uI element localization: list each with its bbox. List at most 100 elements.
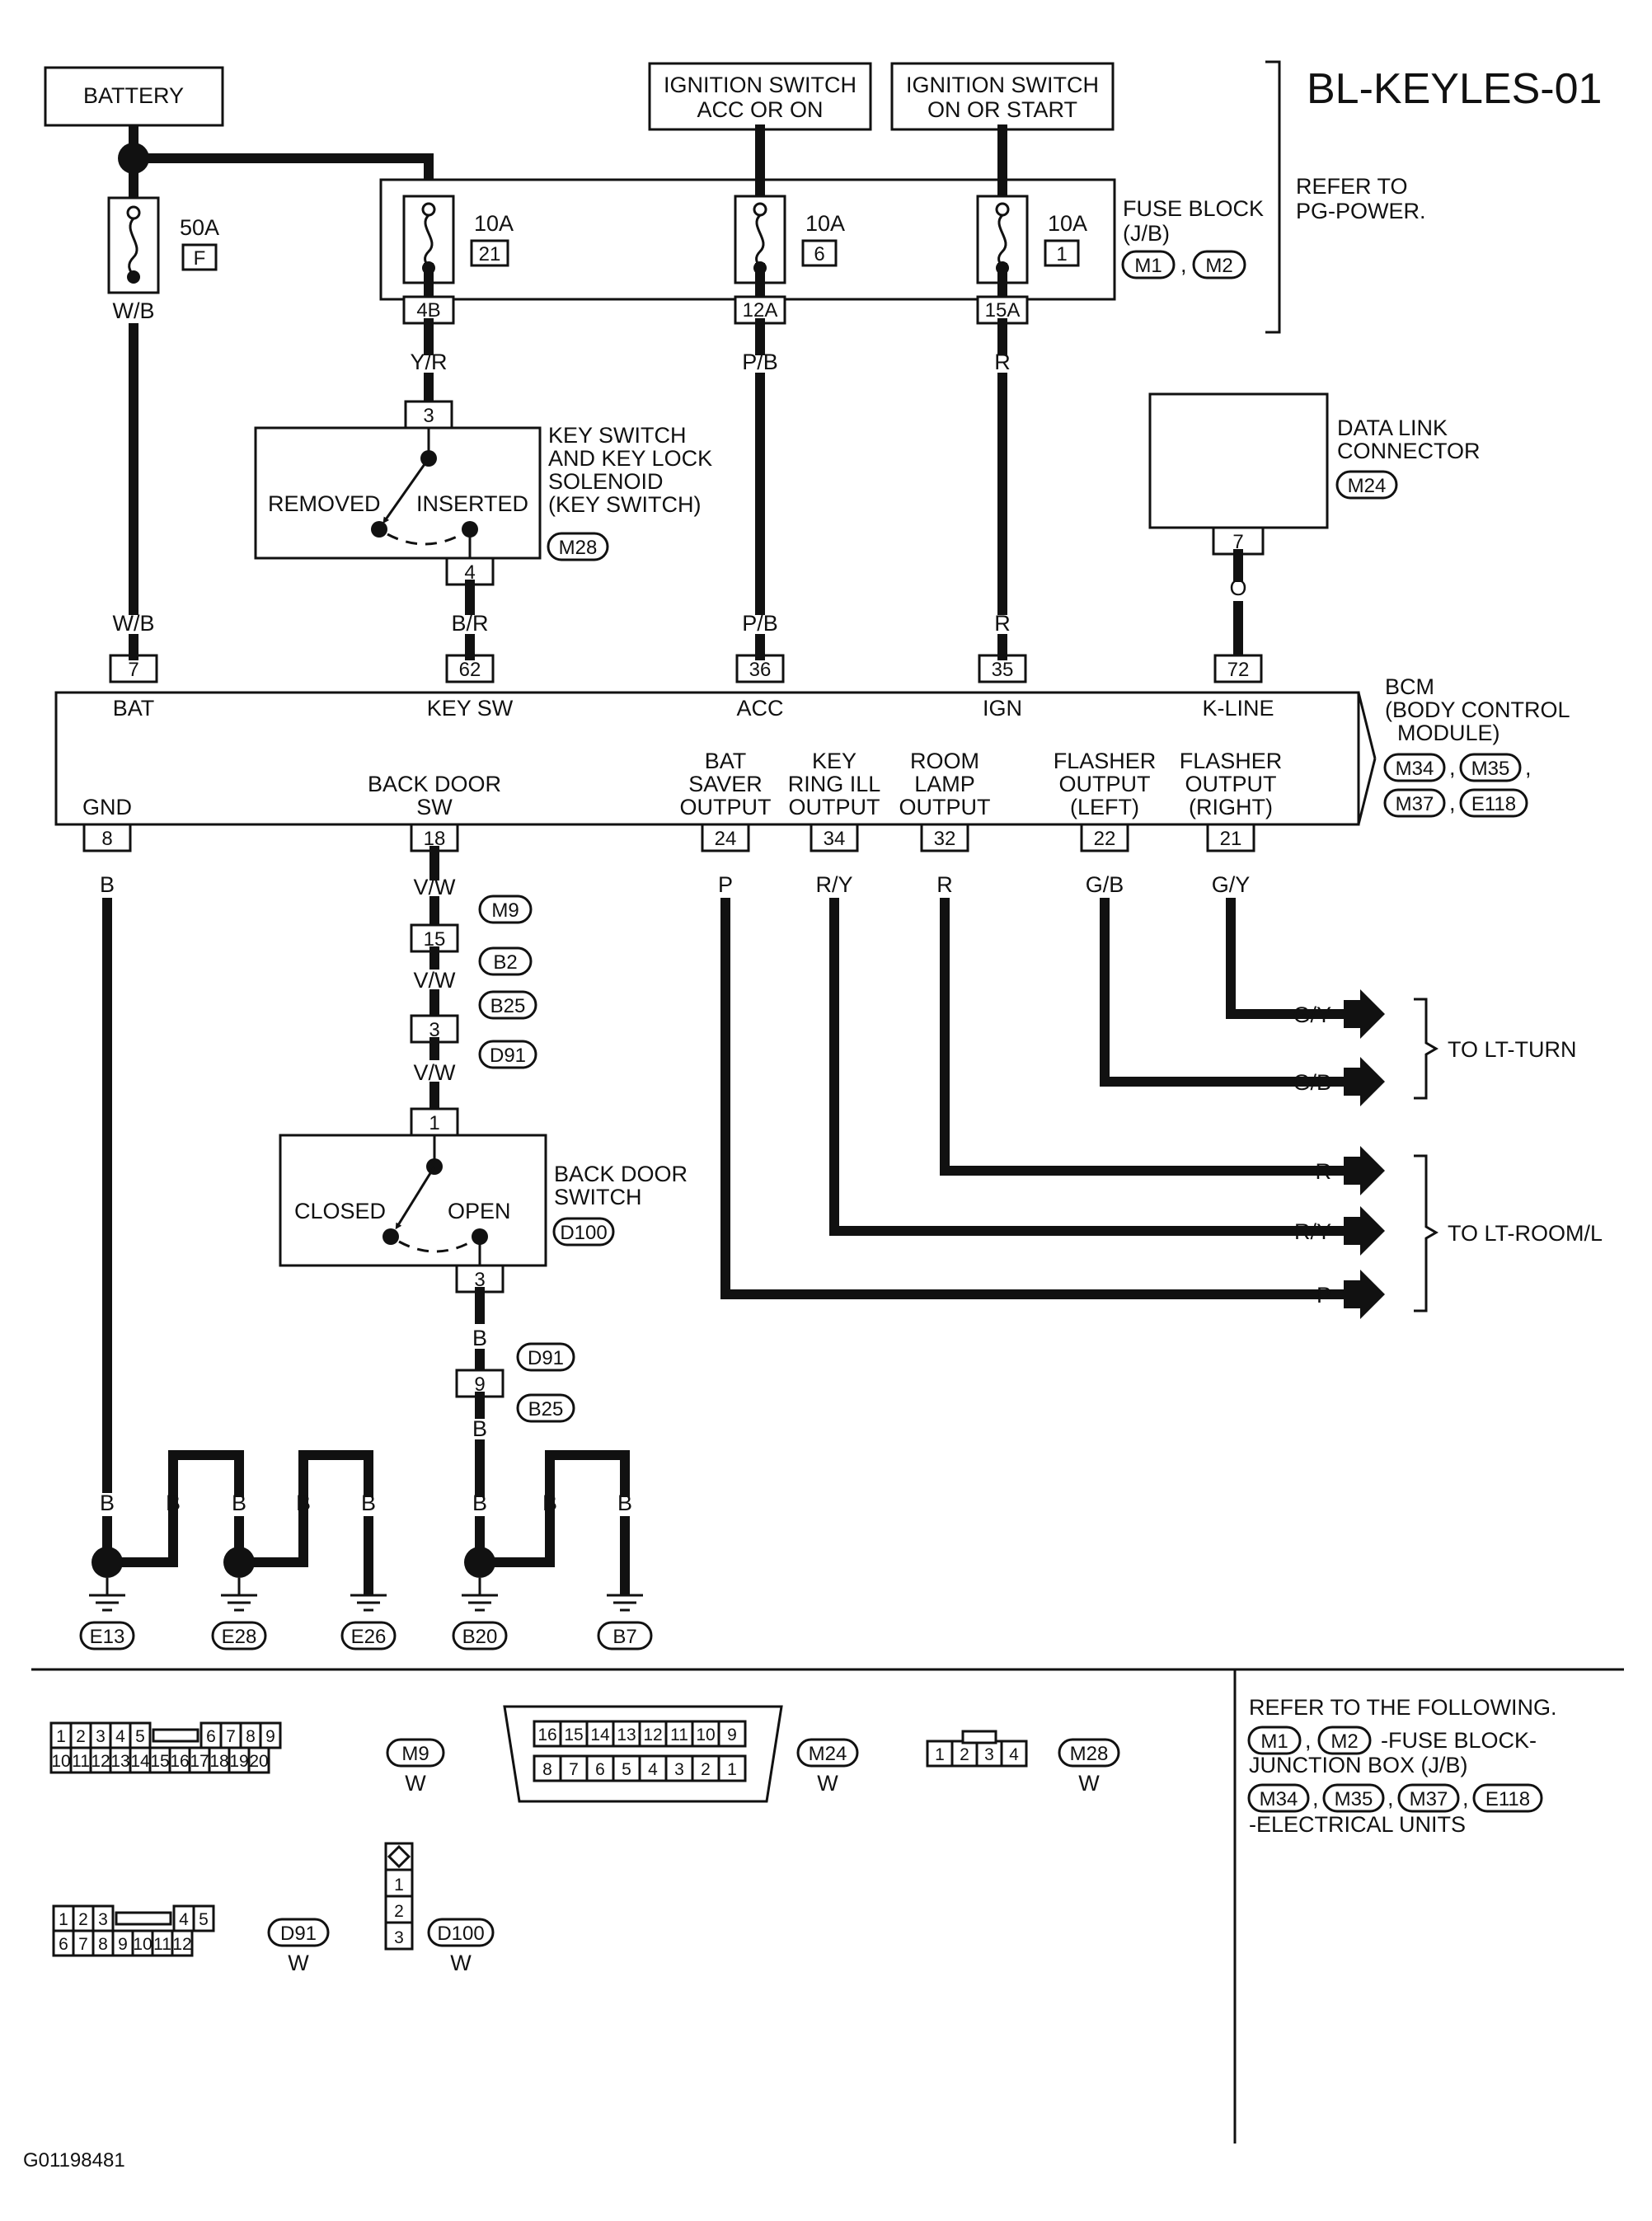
bcm-pin-8-box xyxy=(82,823,132,852)
wire-color-b-j1: B xyxy=(166,1491,181,1515)
m24-bottom-pin-1-cell xyxy=(717,1754,747,1782)
fuse-6-id: 6 xyxy=(814,243,824,265)
flasher-right-wire xyxy=(1226,898,1349,1019)
bcm-pin-62: 62 xyxy=(459,659,481,681)
ground-b20-oval xyxy=(452,1621,508,1650)
m9-top-pin-9-cell xyxy=(259,1721,282,1749)
d91-top-pin-1: 1 xyxy=(59,1910,68,1929)
bcm-pin-flasher-left-1: FLASHER xyxy=(1054,749,1157,773)
wire-color-r-bcm: R xyxy=(994,611,1011,636)
key-switch-arm xyxy=(382,458,430,524)
key-switch-title-2: AND KEY LOCK xyxy=(548,446,712,471)
wire-color-b-gnd: B xyxy=(100,872,115,897)
conn-e118-label: E118 xyxy=(1471,793,1516,815)
conn-m1-label: M1 xyxy=(1134,255,1162,277)
back-door-contact-closed xyxy=(382,1228,399,1245)
conn-d91-oval-2 xyxy=(516,1342,575,1372)
arrow-gy-icon xyxy=(1344,989,1385,1039)
back-door-travel xyxy=(398,1240,472,1253)
key-switch-title-1: KEY SWITCH xyxy=(548,423,687,448)
ignition-acc-box xyxy=(648,62,872,131)
wire-color-wb-top: W/B xyxy=(113,298,155,323)
conn-m9-face-label: M9 xyxy=(401,1743,429,1765)
bcm-pin-back-door-2: SW xyxy=(416,795,453,819)
refer-line-2: PG-POWER. xyxy=(1296,199,1426,223)
conn-d100-oval xyxy=(552,1217,615,1247)
refer-m2-oval xyxy=(1317,1726,1372,1755)
wire-color-r-top: R xyxy=(994,350,1011,374)
bcm-pin-36: 36 xyxy=(749,659,772,681)
bcm-pin-21-box xyxy=(1206,823,1255,852)
data-link-pin-box xyxy=(1212,526,1265,556)
bcm-pin-72-box xyxy=(1213,654,1263,683)
fuse-6-pin: 12A xyxy=(743,299,778,322)
m24-top-pin-16: 16 xyxy=(537,1726,556,1744)
bcm-break-2 xyxy=(1357,758,1377,825)
fuse-1-terminal xyxy=(995,202,1010,217)
conn-m28-latch xyxy=(961,1730,997,1744)
m24-bottom-pin-8: 8 xyxy=(542,1760,552,1779)
m24-top-pin-10: 10 xyxy=(696,1726,715,1744)
back-door-arm xyxy=(395,1166,436,1230)
key-switch-title-4: (KEY SWITCH) xyxy=(548,492,702,517)
back-door-pin-3: 3 xyxy=(474,1269,485,1291)
ground-jumper-2 xyxy=(234,1450,373,1567)
conn-m9-color: W xyxy=(405,1771,426,1796)
m24-bottom-pin-7: 7 xyxy=(569,1760,579,1779)
back-door-pin-1: 1 xyxy=(429,1112,439,1134)
conn-m2-label: M2 xyxy=(1205,255,1232,277)
refer-m34-oval xyxy=(1247,1783,1310,1813)
key-switch-inserted-label: INSERTED xyxy=(416,491,528,516)
e13-ground-icon xyxy=(89,1578,125,1612)
ground-symbols xyxy=(89,1547,643,1612)
fuse-21-terminal xyxy=(421,202,436,217)
m9-top-pin-2: 2 xyxy=(76,1727,86,1746)
key-switch-removed-label: REMOVED xyxy=(268,491,381,516)
bcm-pin-bat-saver-1: BAT xyxy=(705,749,747,773)
refer-m2: M2 xyxy=(1331,1730,1358,1753)
m9-top-pin-6: 6 xyxy=(206,1727,216,1746)
conn-d100-latch-icon xyxy=(387,1844,411,1869)
m9-bottom-pin-10: 10 xyxy=(51,1752,70,1771)
fuse-6-terminal xyxy=(753,202,767,217)
conn-d91-face-oval xyxy=(267,1918,330,1947)
bcm-pin-bat-saver-3: OUTPUT xyxy=(680,795,772,819)
m9-top-pin-3-cell xyxy=(89,1721,112,1749)
m24-bottom-pin-6: 6 xyxy=(595,1760,605,1779)
out-color-gb: G/B xyxy=(1293,1070,1331,1095)
m9-bottom-pin-19: 19 xyxy=(229,1752,248,1771)
wire-color-wb-bcm: W/B xyxy=(113,611,155,636)
wire-color-vw-2: V/W xyxy=(414,968,457,993)
conn-m24-label: M24 xyxy=(1348,475,1387,497)
m24-top-pin-15: 15 xyxy=(564,1726,583,1744)
m28-pin-2: 2 xyxy=(960,1745,969,1764)
out-color-gy: G/Y xyxy=(1293,1003,1331,1027)
conn-m24-color: W xyxy=(817,1771,838,1796)
m9-bottom-pin-12: 12 xyxy=(91,1752,110,1771)
m9-top-pin-1: 1 xyxy=(56,1727,66,1746)
wire-color-ry: R/Y xyxy=(815,872,852,897)
d91-bottom-pin-12: 12 xyxy=(172,1935,191,1954)
bcm-pin-8: 8 xyxy=(101,828,112,850)
conn-m28-face-label: M28 xyxy=(1070,1743,1109,1765)
m24-top-pin-11: 11 xyxy=(670,1726,688,1744)
m28-pin-3: 3 xyxy=(984,1745,994,1764)
lt-room-bracket xyxy=(1414,1154,1438,1312)
m28-pin-1: 1 xyxy=(935,1745,945,1764)
conn-d100-label: D100 xyxy=(560,1222,607,1244)
dest-lt-room: TO LT-ROOM/L xyxy=(1448,1221,1603,1246)
refer-m34: M34 xyxy=(1260,1788,1298,1810)
wire-color-b-j3: B xyxy=(542,1491,557,1515)
main-fuse-id: F xyxy=(194,247,206,270)
wire-color-vw-3: V/W xyxy=(414,1060,457,1085)
bcm-pin-32-box xyxy=(920,823,969,852)
refer-m1: M1 xyxy=(1260,1730,1288,1753)
bcm-pin-k-line: K-LINE xyxy=(1202,696,1274,721)
fuse-6-id-box xyxy=(801,239,838,267)
conn-b25-oval-2 xyxy=(516,1393,575,1423)
key-ring-wire xyxy=(829,898,1349,1236)
bcm-pin-24-box xyxy=(701,823,750,852)
wire-color-gb: G/B xyxy=(1086,872,1124,897)
